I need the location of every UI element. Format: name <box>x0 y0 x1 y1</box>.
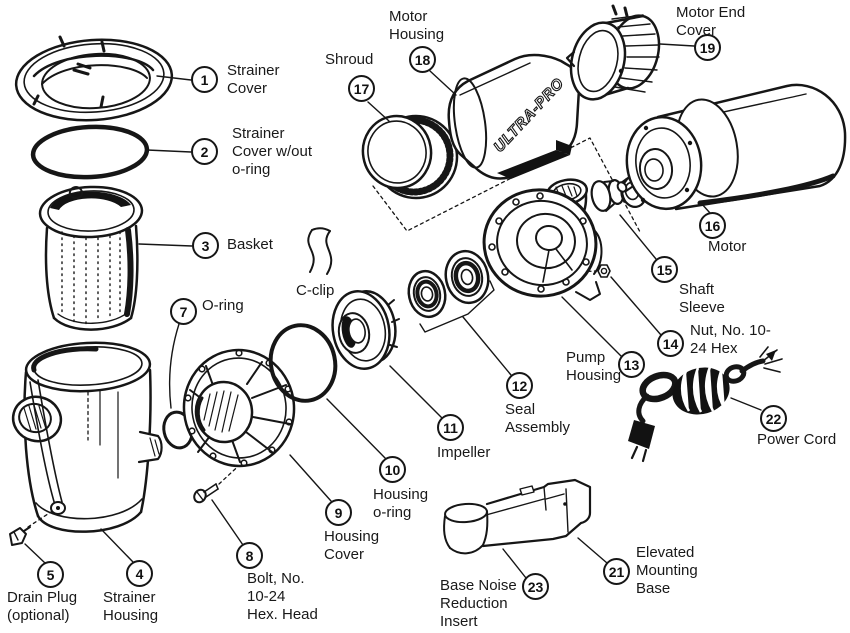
housing-oring-drawing <box>268 323 338 403</box>
label-strainer-cover: Strainer Cover <box>227 62 280 97</box>
label-seal-assembly: Seal Assembly <box>505 401 571 436</box>
pump-housing-drawing <box>482 178 603 301</box>
strainer-cover-drawing <box>14 35 174 122</box>
callout-bolt: 8 <box>236 542 263 569</box>
label-motor-end-cover: Motor End Cover <box>676 4 746 39</box>
callout-motor: 16 <box>699 212 726 239</box>
label-nut: Nut, No. 10- 24 Hex <box>690 322 771 357</box>
label-pump-housing: Pump Housing <box>566 349 622 384</box>
bolt-drawing <box>193 483 219 504</box>
basket-drawing <box>38 185 144 331</box>
callout-strainer-housing: 4 <box>126 560 153 587</box>
label-basket: Basket <box>227 236 273 253</box>
callout-oring: 7 <box>170 298 197 325</box>
callout-shroud: 17 <box>348 75 375 102</box>
label-shroud: Shroud <box>325 51 374 68</box>
motor-drawing <box>616 83 847 211</box>
label-strainer-cover-oring: Strainer Cover w/out o-ring <box>232 125 313 178</box>
drain-plug-drawing <box>9 526 31 546</box>
label-elevated-base: Elevated Mounting Base <box>636 544 698 597</box>
callout-shaft-sleeve: 15 <box>651 256 678 283</box>
label-base-insert: Base Noise Reduction Insert <box>440 577 517 630</box>
callout-strainer-cover: 1 <box>191 66 218 93</box>
callout-pump-housing: 13 <box>618 351 645 378</box>
callout-impeller: 11 <box>437 414 464 441</box>
power-cord-drawing <box>628 346 783 463</box>
callout-housing-cover: 9 <box>325 499 352 526</box>
callout-power-cord: 22 <box>760 405 787 432</box>
shroud-drawing <box>361 114 459 200</box>
leader-lines <box>24 43 762 579</box>
label-c-clip: C-clip <box>296 282 335 299</box>
callout-housing-oring: 10 <box>379 456 406 483</box>
callout-drain-plug: 5 <box>37 561 64 588</box>
label-bolt: Bolt, No. 10-24 Hex. Head <box>247 570 318 623</box>
motor-housing-drawing: ULTRA-PRO <box>447 53 581 180</box>
nut-drawing <box>597 264 611 278</box>
callout-basket: 3 <box>192 232 219 259</box>
label-power-cord: Power Cord <box>757 431 837 448</box>
label-oring: O-ring <box>202 297 244 314</box>
label-housing-cover: Housing Cover <box>324 528 380 563</box>
impeller-drawing <box>331 290 400 370</box>
callout-elevated-base: 21 <box>603 558 630 585</box>
strainer-cover-oring-drawing <box>30 124 150 180</box>
label-motor: Motor <box>708 238 747 255</box>
strainer-housing-drawing <box>11 341 163 533</box>
housing-cover-drawing <box>182 348 296 468</box>
label-strainer-housing: Strainer Housing <box>103 589 159 624</box>
callout-motor-housing: 18 <box>409 46 436 73</box>
callout-seal-assembly: 12 <box>506 372 533 399</box>
label-housing-oring: Housing o-ring <box>373 486 429 521</box>
callout-strainer-cover-oring: 2 <box>191 138 218 165</box>
label-motor-housing: Motor Housing <box>389 8 445 43</box>
motor-end-cover-drawing <box>565 4 661 101</box>
callout-base-insert: 23 <box>522 573 549 600</box>
mounting-base-drawing <box>443 478 592 555</box>
callout-motor-end-cover: 19 <box>694 34 721 61</box>
c-clip-drawing <box>307 227 333 275</box>
label-impeller: Impeller <box>437 444 491 461</box>
label-drain-plug: Drain Plug (optional) <box>7 589 78 624</box>
label-shaft-sleeve: Shaft Sleeve <box>679 281 725 316</box>
seal-assembly-drawing <box>407 249 495 333</box>
callout-nut: 14 <box>657 330 684 357</box>
